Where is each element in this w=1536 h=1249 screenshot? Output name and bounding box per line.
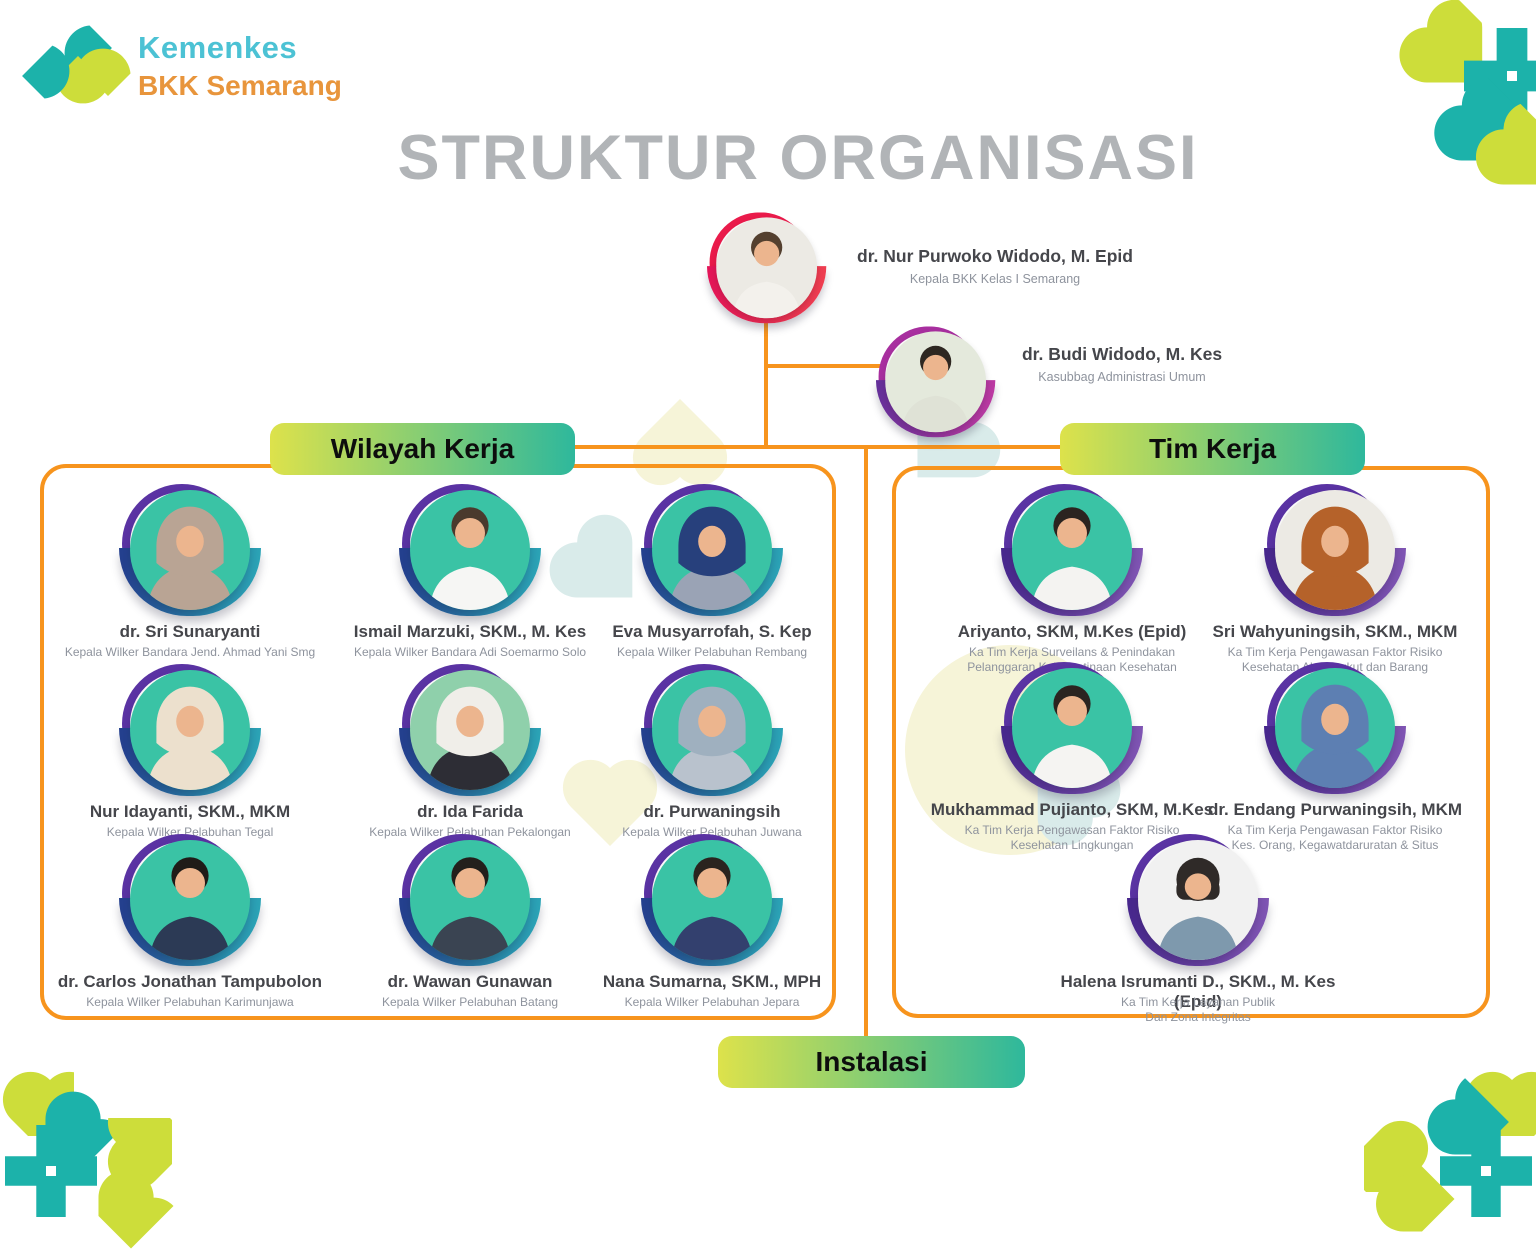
deputy-avatar [876, 326, 996, 438]
avatar [399, 664, 541, 796]
connector-main-horizontal [575, 445, 1062, 449]
person-title: Kasubbag Administrasi Umum [1038, 370, 1206, 384]
avatar [399, 834, 541, 966]
brand-name: Kemenkes [138, 30, 298, 65]
brand-subname: BKK Semarang [138, 70, 342, 101]
person-name: Ariyanto, SKM, M.Kes (Epid) [957, 622, 1187, 641]
page-title: STRUKTUR ORGANISASI [397, 123, 1199, 193]
avatar-photo [716, 217, 818, 319]
avatar [1001, 484, 1143, 616]
avatar-photo [652, 840, 772, 960]
person-title: Ka Tim Kerja Pengawasan Faktor Risiko Ke… [964, 823, 1180, 852]
person-name: dr. Wawan Gunawan [387, 972, 553, 991]
avatar-photo [410, 490, 530, 610]
deputy-text: dr. Budi Widodo, M. Kes Kasubbag Adminis… [962, 344, 1282, 384]
avatar-photo [1012, 490, 1132, 610]
avatar [1264, 662, 1406, 794]
person-title: Kepala Wilker Pelabuhan Karimunjawa [86, 995, 294, 1009]
avatar [1001, 662, 1143, 794]
avatar [399, 484, 541, 616]
person-name: Nana Sumarna, SKM., MPH [602, 972, 822, 991]
avatar [641, 484, 783, 616]
avatar-photo [410, 670, 530, 790]
person-name: dr. Sri Sunaryanti [119, 622, 261, 641]
connector-head-vertical [764, 320, 768, 449]
avatar [1264, 484, 1406, 616]
avatar-photo [1275, 668, 1395, 788]
person-name: Nur Idayanti, SKM., MKM [89, 802, 291, 821]
person-title: Kepala Wilker Pelabuhan Rembang [616, 645, 808, 659]
person-name: Mukhammad Pujianto, SKM, M.Kes [930, 800, 1214, 819]
avatar-photo [885, 331, 987, 433]
avatar [119, 664, 261, 796]
avatar [641, 834, 783, 966]
person-name: Ismail Marzuki, SKM., M. Kes [353, 622, 587, 641]
avatar [119, 484, 261, 616]
instalasi-banner: Instalasi [718, 1036, 1025, 1088]
person-title: Kepala Wilker Bandara Adi Soemarmo Solo [353, 645, 587, 659]
connector-deputy-branch [766, 364, 882, 368]
avatar-photo [1138, 840, 1258, 960]
head-avatar [707, 212, 827, 324]
connector-center-vertical [864, 447, 868, 1039]
avatar-photo [130, 490, 250, 610]
person-name: Sri Wahyuningsih, SKM., MKM [1212, 622, 1458, 641]
person-name: dr. Nur Purwoko Widodo, M. Epid [857, 246, 1133, 266]
avatar-photo [1012, 668, 1132, 788]
person-name: dr. Endang Purwaningsih, MKM [1207, 800, 1463, 819]
wilayah-kerja-banner: Wilayah Kerja [270, 423, 575, 475]
head-text: dr. Nur Purwoko Widodo, M. Epid Kepala B… [835, 246, 1155, 286]
person-name: Eva Musyarrofah, S. Kep [612, 622, 812, 641]
kemenkes-logo-icon [22, 12, 142, 115]
brand-header: Kemenkes BKK Semarang [22, 12, 408, 115]
avatar-photo [410, 840, 530, 960]
person-title: Kepala BKK Kelas I Semarang [909, 272, 1081, 286]
person-name: dr. Carlos Jonathan Tampubolon [57, 972, 323, 991]
avatar-photo [652, 670, 772, 790]
avatar [119, 834, 261, 966]
avatar [1127, 834, 1269, 966]
avatar-photo [130, 840, 250, 960]
person-title: Kepala Wilker Pelabuhan Batang [381, 995, 559, 1009]
person-title: Kepala Wilker Pelabuhan Jepara [624, 995, 800, 1009]
avatar-photo [130, 670, 250, 790]
person-name: Halena Isrumanti D., SKM., M. Kes (Epid) [1060, 972, 1336, 1011]
person-name: dr. Purwaningsih [643, 802, 781, 821]
person-name: dr. Ida Farida [417, 802, 523, 821]
avatar-photo [1275, 490, 1395, 610]
person-title: Kepala Wilker Bandara Jend. Ahmad Yani S… [64, 645, 316, 659]
person-title: Ka Tim Kerja Pengawasan Faktor Risiko Ke… [1227, 823, 1443, 852]
avatar [641, 664, 783, 796]
tim-kerja-banner: Tim Kerja [1060, 423, 1365, 475]
person-name: dr. Budi Widodo, M. Kes [1021, 344, 1223, 364]
avatar-photo [652, 490, 772, 610]
person-title: Ka Tim Kerja Layanan Publik Dan Zona Int… [1120, 995, 1276, 1024]
